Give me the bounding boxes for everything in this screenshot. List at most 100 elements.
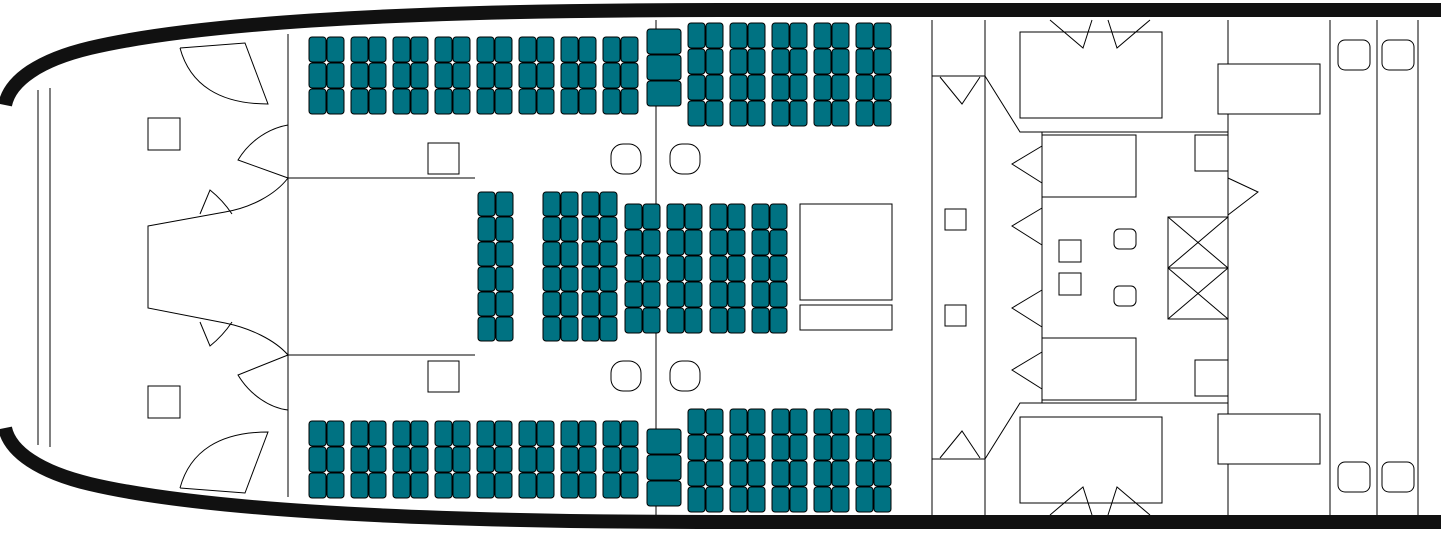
seat[interactable] [434,36,453,63]
seat[interactable] [769,307,788,334]
seat[interactable] [729,434,748,461]
seat[interactable] [495,291,514,317]
seat[interactable] [855,460,874,487]
seat[interactable] [855,486,874,513]
seat[interactable] [789,100,808,127]
seat[interactable] [578,36,597,63]
seat[interactable] [452,88,471,115]
seat[interactable] [687,48,706,75]
seat[interactable] [560,191,579,217]
seat[interactable] [536,36,555,63]
seat[interactable] [477,266,496,292]
seat[interactable] [560,291,579,317]
seat[interactable] [494,420,513,447]
seat[interactable] [729,48,748,75]
seat[interactable] [747,486,766,513]
seat[interactable] [308,88,327,115]
seat[interactable] [560,266,579,292]
seat[interactable] [452,420,471,447]
seat[interactable] [620,62,639,89]
seat[interactable] [560,62,579,89]
seat[interactable] [642,281,661,308]
seat[interactable] [560,316,579,342]
seat[interactable] [542,216,561,242]
seat[interactable] [687,100,706,127]
seat[interactable] [831,460,850,487]
seat[interactable] [855,434,874,461]
seat[interactable] [789,408,808,435]
seat[interactable] [434,472,453,499]
seat[interactable] [434,88,453,115]
seat[interactable] [542,191,561,217]
seat[interactable] [729,100,748,127]
seat[interactable] [620,446,639,473]
seat[interactable] [624,229,643,256]
seat[interactable] [350,446,369,473]
seat[interactable] [769,203,788,230]
seat[interactable] [392,62,411,89]
seat[interactable] [705,100,724,127]
seat[interactable] [518,420,537,447]
seat[interactable] [873,100,892,127]
seat[interactable] [452,446,471,473]
seat[interactable] [666,203,685,230]
seat[interactable] [687,22,706,49]
seat[interactable] [687,408,706,435]
seat[interactable] [684,307,703,334]
seat[interactable] [771,48,790,75]
seat[interactable] [747,74,766,101]
seat[interactable] [578,420,597,447]
seat[interactable] [581,241,600,267]
seat[interactable] [477,241,496,267]
seat[interactable] [727,203,746,230]
seat[interactable] [308,472,327,499]
seat[interactable] [350,420,369,447]
seat[interactable] [560,88,579,115]
seat[interactable] [646,54,682,81]
seat[interactable] [729,486,748,513]
seat[interactable] [599,266,618,292]
seat[interactable] [646,480,682,507]
seat[interactable] [542,241,561,267]
seat[interactable] [727,255,746,282]
seat[interactable] [747,48,766,75]
seat[interactable] [476,62,495,89]
seat[interactable] [452,36,471,63]
seat[interactable] [410,88,429,115]
seat[interactable] [368,420,387,447]
seat[interactable] [560,216,579,242]
seat[interactable] [684,203,703,230]
seat[interactable] [495,191,514,217]
seat[interactable] [350,88,369,115]
seat[interactable] [624,307,643,334]
seat[interactable] [813,74,832,101]
seat[interactable] [495,241,514,267]
seat[interactable] [477,191,496,217]
seat[interactable] [542,316,561,342]
seat[interactable] [705,22,724,49]
seat[interactable] [747,100,766,127]
seat[interactable] [476,36,495,63]
seat[interactable] [599,291,618,317]
seat[interactable] [813,434,832,461]
seat[interactable] [602,36,621,63]
seat[interactable] [392,472,411,499]
seat[interactable] [434,62,453,89]
seat[interactable] [578,62,597,89]
seat[interactable] [578,446,597,473]
seat[interactable] [495,216,514,242]
seat[interactable] [494,62,513,89]
seat[interactable] [813,408,832,435]
seat[interactable] [831,48,850,75]
seat[interactable] [873,486,892,513]
seat[interactable] [434,446,453,473]
seat[interactable] [729,408,748,435]
seat[interactable] [476,420,495,447]
seat[interactable] [666,229,685,256]
seat[interactable] [560,241,579,267]
seat[interactable] [789,486,808,513]
seat[interactable] [624,203,643,230]
seat[interactable] [831,100,850,127]
seat[interactable] [709,203,728,230]
seat[interactable] [494,472,513,499]
